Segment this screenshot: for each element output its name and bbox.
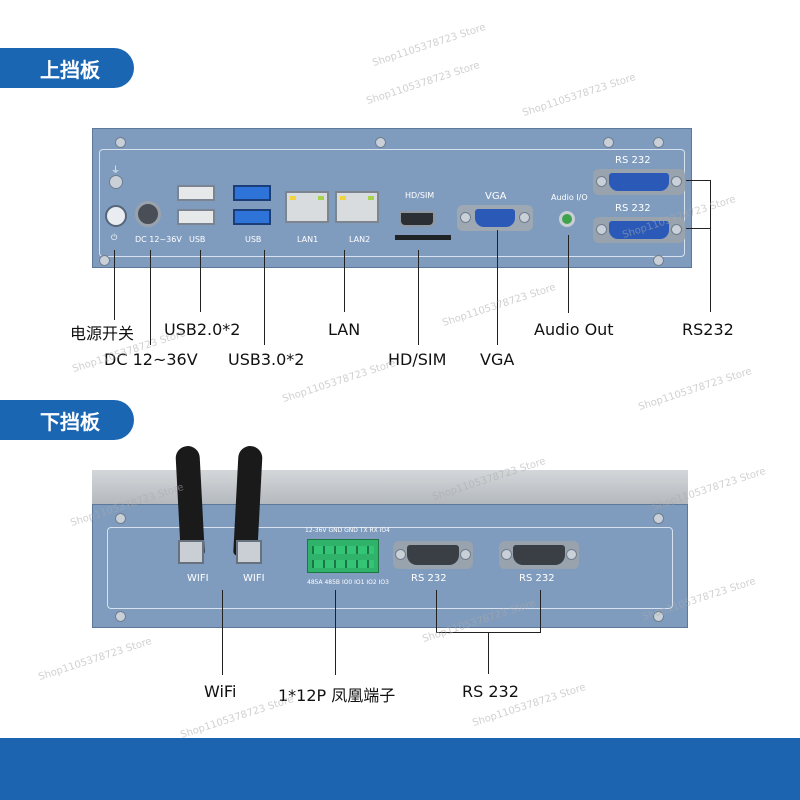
rs232-d-label: RS 232 (519, 573, 555, 584)
usb3-port-bottom[interactable] (233, 209, 271, 225)
wifi-b-label: WIFI (243, 573, 265, 584)
watermark: Shop1105378723 Store (365, 59, 482, 108)
power-icon: ⏻ (111, 233, 118, 242)
vga-port[interactable] (457, 205, 533, 231)
antenna-base-a (178, 540, 204, 564)
sim-slot[interactable] (395, 235, 451, 240)
hdmi-port[interactable] (399, 211, 435, 227)
watermark: Shop1105378723 Store (179, 693, 296, 742)
screw-icon (653, 137, 664, 148)
led-icon (368, 196, 374, 200)
rs232-c-port[interactable] (393, 541, 473, 569)
terminal-bottom-label: 485A 485B IO0 IO1 IO2 IO3 (307, 579, 389, 586)
audio-jack[interactable] (559, 211, 575, 227)
dc-port-label: DC 12~36V (135, 235, 182, 244)
dc-jack[interactable] (135, 201, 161, 227)
callout-vga: VGA (480, 350, 515, 369)
screw-icon (115, 611, 126, 622)
bottom-section-title: 下挡板 (0, 400, 134, 440)
audio-label: Audio I/O (551, 193, 588, 202)
usb2-port-bottom[interactable] (177, 209, 215, 225)
watermark: Shop1105378723 Store (37, 635, 154, 684)
terminal-top-label: 12-36V GND GND TX RX IO4 (305, 527, 390, 534)
antenna-base-b (236, 540, 262, 564)
watermark: Shop1105378723 Store (637, 365, 754, 414)
usb2-label: USB (189, 235, 206, 244)
usb2-port-top[interactable] (177, 185, 215, 201)
lan2-label: LAN2 (349, 235, 371, 244)
usb3-port-top[interactable] (233, 185, 271, 201)
top-section-title: 上挡板 (0, 48, 134, 88)
screw-icon (99, 255, 110, 266)
callout-rs232: RS232 (682, 320, 734, 339)
rs232-a-label: RS 232 (615, 155, 651, 166)
ground-icon: ⏚ (111, 166, 121, 176)
screw-icon (603, 137, 614, 148)
screw-icon (375, 137, 386, 148)
callout-power: 电源开关 (70, 324, 135, 343)
footer-bar (0, 738, 800, 800)
callout-wifi: WiFi (204, 682, 237, 701)
rs232-b-port[interactable] (593, 217, 685, 243)
led-icon (290, 196, 296, 200)
callout-lan: LAN (328, 320, 361, 339)
callout-rs232-bottom: RS 232 (462, 682, 519, 701)
terminal-block[interactable] (307, 539, 379, 573)
rs232-c-label: RS 232 (411, 573, 447, 584)
top-panel: ⏚ ⏻ DC 12~36V USB USB LAN1 LAN2 HD/SIM V… (92, 128, 692, 268)
callout-terminal: 1*12P 凤凰端子 (278, 686, 396, 705)
led-icon (340, 196, 346, 200)
callout-audio: Audio Out (534, 320, 614, 339)
screw-icon (653, 255, 664, 266)
screw-icon (653, 611, 664, 622)
callout-usb3: USB3.0*2 (228, 350, 305, 369)
led-icon (318, 196, 324, 200)
callout-hdsim: HD/SIM (388, 350, 447, 369)
ground-screw-icon (109, 175, 123, 189)
screw-icon (115, 513, 126, 524)
power-button[interactable] (105, 205, 127, 227)
callout-dc: DC 12~36V (104, 350, 198, 369)
rs232-d-port[interactable] (499, 541, 579, 569)
lan2-port[interactable] (335, 191, 379, 223)
screw-icon (653, 513, 664, 524)
vga-label: VGA (485, 191, 507, 202)
watermark: Shop1105378723 Store (521, 71, 638, 120)
lan1-label: LAN1 (297, 235, 319, 244)
hdsim-label: HD/SIM (405, 191, 435, 200)
rs232-b-label: RS 232 (615, 203, 651, 214)
wifi-a-label: WIFI (187, 573, 209, 584)
lan1-port[interactable] (285, 191, 329, 223)
screw-icon (115, 137, 126, 148)
rs232-a-port[interactable] (593, 169, 685, 195)
usb3-label: USB (245, 235, 262, 244)
callout-usb2: USB2.0*2 (164, 320, 241, 339)
